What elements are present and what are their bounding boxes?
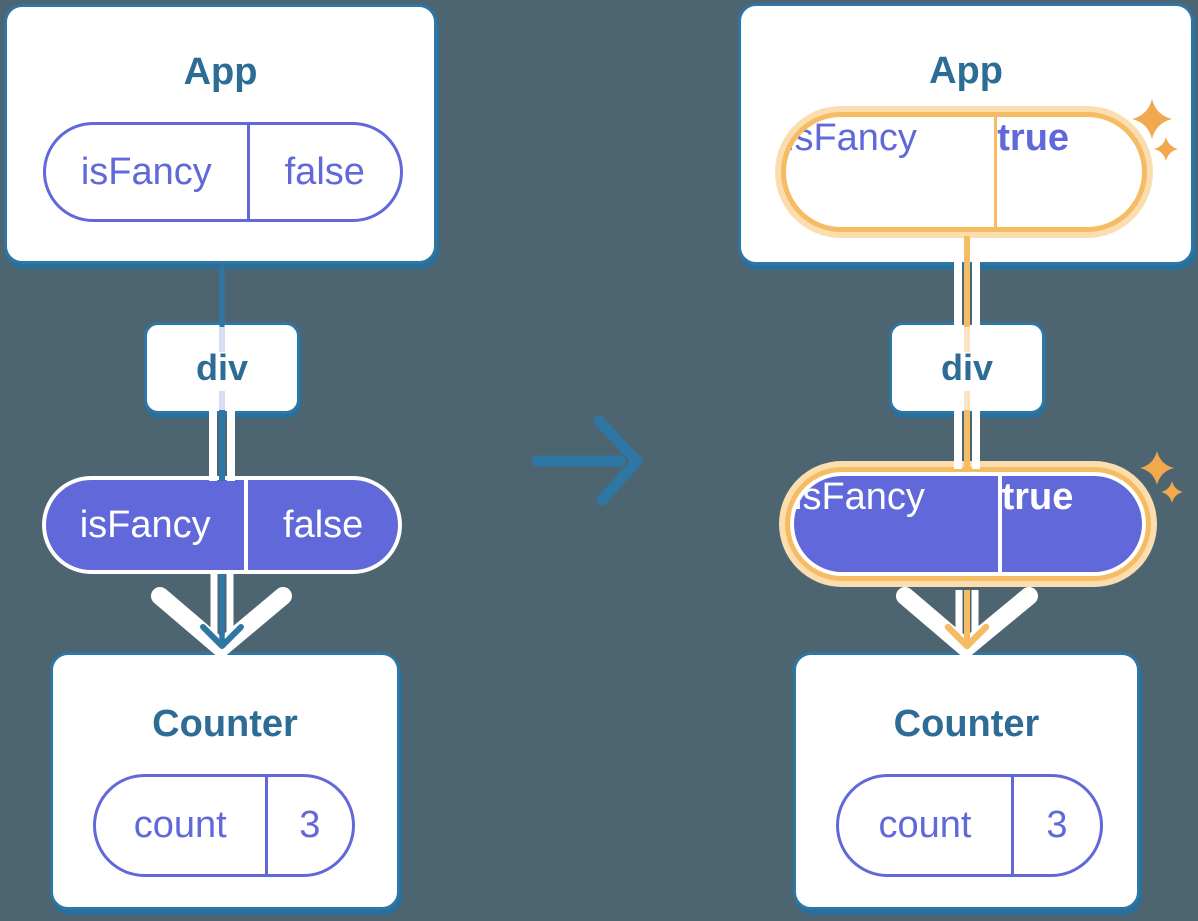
- prop-value: false: [283, 503, 364, 546]
- div-node-label: div: [940, 347, 993, 388]
- arrowhead-icon: [200, 624, 244, 649]
- app-card-title: App: [929, 50, 1003, 92]
- prop-value: true: [997, 117, 1070, 159]
- forwarded-prop-pill: isFancy false: [42, 476, 402, 574]
- prop-value: true: [1001, 476, 1074, 518]
- white-ring: isFancy true: [790, 472, 1146, 576]
- arrow-down-icon: [151, 587, 292, 657]
- arrow-down-icon: [896, 587, 1038, 657]
- state-name: count: [96, 777, 268, 874]
- prop-value: false: [284, 150, 365, 193]
- counter-card-title: Counter: [893, 703, 1040, 745]
- prop-name: isFancy: [46, 125, 250, 219]
- prop-name: isFancy: [786, 117, 998, 227]
- orange-ring: isFancy true: [781, 112, 1147, 232]
- counter-card-title: Counter: [152, 703, 298, 745]
- prop-pill: isFancy false: [43, 122, 403, 222]
- prop-name: isFancy: [794, 476, 1002, 572]
- state-pill: count 3: [93, 774, 355, 877]
- div-node-label: div: [195, 347, 248, 388]
- div-node: div: [889, 322, 1045, 414]
- state-pill: count 3: [836, 774, 1103, 877]
- orange-ring: isFancy true: [785, 467, 1151, 581]
- arrowhead-icon: [593, 415, 643, 506]
- sparkle-icon: [1161, 481, 1183, 503]
- div-node: div: [144, 322, 300, 414]
- arrowhead-icon: [944, 623, 990, 650]
- counter-card: Counter count 3: [50, 652, 400, 910]
- transition-arrow-icon: [531, 415, 643, 506]
- sparkle-icon: [1140, 451, 1174, 485]
- state-value: 3: [1046, 804, 1068, 846]
- state-name: count: [839, 777, 1014, 874]
- app-card: App isFancy false: [4, 4, 437, 264]
- state-value: 3: [299, 804, 321, 846]
- highlighted-prop-pill: isFancy true: [775, 106, 1153, 238]
- app-card-title: App: [183, 51, 258, 93]
- counter-card: Counter count 3: [793, 652, 1140, 910]
- prop-name: isFancy: [46, 480, 249, 570]
- highlighted-forwarded-prop-pill: isFancy true: [779, 461, 1157, 587]
